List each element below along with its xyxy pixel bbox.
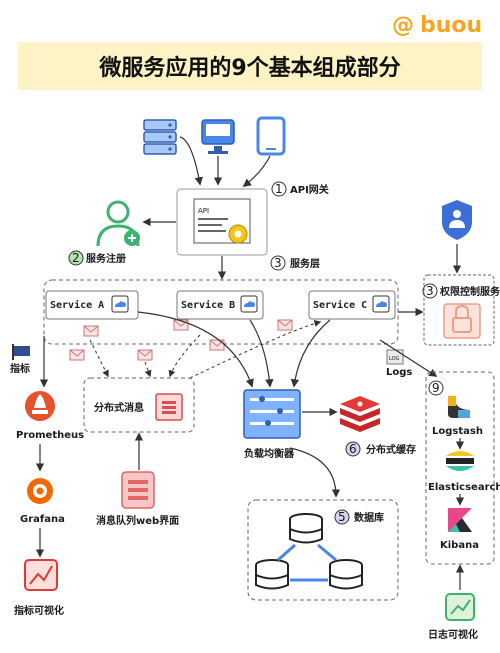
mq-web-label: 消息队列web界面 bbox=[96, 514, 179, 527]
logstash-icon bbox=[448, 396, 470, 418]
arrow-mq-c bbox=[189, 320, 322, 379]
arrow-lb-db bbox=[289, 447, 341, 498]
arrow-a-mq bbox=[89, 339, 109, 378]
load-balancer-icon bbox=[243, 389, 301, 439]
db-link-right bbox=[317, 543, 337, 562]
cloud-chip-icon bbox=[111, 295, 129, 313]
mail-icon bbox=[173, 319, 189, 331]
mail-icon bbox=[69, 349, 85, 361]
auth-num: 3 bbox=[426, 284, 434, 298]
title-banner: 微服务应用的9个基本组成部分 bbox=[18, 42, 482, 90]
mq-box bbox=[83, 377, 195, 433]
mail-icon bbox=[277, 319, 293, 331]
database-box bbox=[247, 499, 399, 601]
registry-label: 服务注册 bbox=[86, 252, 126, 265]
arrow-server-gateway bbox=[179, 136, 203, 186]
arrow-services-logging bbox=[379, 339, 438, 377]
arrow-tablet-gateway bbox=[242, 155, 271, 188]
chart-icon bbox=[24, 559, 58, 591]
mail-icon bbox=[83, 325, 99, 337]
mail-icon bbox=[209, 339, 225, 351]
logs-label: Logs bbox=[386, 367, 412, 378]
queue-icon bbox=[155, 393, 183, 421]
api-screen-label: API bbox=[198, 207, 209, 215]
database-num: 5 bbox=[338, 510, 346, 524]
redis-icon bbox=[340, 396, 380, 432]
mail-icon bbox=[137, 349, 153, 361]
cloud-chip-icon bbox=[240, 295, 258, 313]
registry-num: 2 bbox=[72, 251, 80, 265]
kibana-icon bbox=[448, 508, 472, 532]
brand-logo: @ buou bbox=[392, 13, 482, 38]
metrics-label: 指标 bbox=[10, 362, 30, 375]
database-label: 数据库 bbox=[354, 511, 384, 524]
auth-service-box bbox=[423, 274, 495, 346]
log-file-icon: LOG bbox=[386, 349, 404, 365]
brand-name: buou bbox=[420, 13, 482, 38]
arrow-mq-in bbox=[144, 361, 152, 378]
metrics-viz-label: 指标可视化 bbox=[14, 604, 64, 617]
grafana-icon bbox=[27, 478, 53, 504]
tablet-icon bbox=[256, 116, 286, 156]
page-title: 微服务应用的9个基本组成部分 bbox=[98, 55, 400, 81]
mq-label: 分布式消息 bbox=[94, 401, 144, 414]
service-c-box: Service C bbox=[308, 290, 396, 320]
service-layer-num: 3 bbox=[274, 256, 282, 270]
api-gateway-box: API bbox=[176, 188, 268, 256]
service-layer-label: 服务层 bbox=[290, 257, 320, 270]
log-viz-label: 日志可视化 bbox=[428, 628, 478, 641]
brand-at: @ bbox=[392, 13, 414, 38]
service-a-label: Service A bbox=[50, 299, 104, 311]
service-b-label: Service B bbox=[181, 299, 235, 311]
elasticsearch-icon bbox=[446, 451, 474, 471]
prometheus-icon bbox=[25, 391, 55, 421]
db-link-left bbox=[277, 543, 296, 562]
cloud-chip-icon bbox=[372, 295, 390, 313]
monitor-icon bbox=[201, 119, 235, 154]
logging-box bbox=[425, 371, 495, 565]
service-c-label: Service C bbox=[313, 299, 367, 311]
auth-label: 权限控制服务 bbox=[439, 285, 500, 298]
api-gateway-num: 1 bbox=[275, 182, 283, 196]
log-viz-icon bbox=[445, 593, 475, 621]
cache-num: 6 bbox=[349, 442, 357, 456]
arrow-b-lb bbox=[249, 319, 274, 388]
grafana-label: Grafana bbox=[20, 514, 65, 525]
queue-web-icon bbox=[121, 471, 155, 509]
log-tag: LOG bbox=[389, 356, 400, 362]
service-b-box: Service B bbox=[176, 290, 264, 320]
cache-label: 分布式缓存 bbox=[366, 443, 416, 456]
database-icon bbox=[289, 513, 323, 544]
database-icon bbox=[255, 559, 289, 590]
lock-icon bbox=[443, 303, 481, 339]
shield-user-icon bbox=[442, 200, 472, 240]
database-icon bbox=[329, 559, 363, 590]
logging-num: 9 bbox=[432, 381, 440, 395]
load-balancer-label: 负载均衡器 bbox=[244, 447, 295, 460]
logstash-label: Logstash bbox=[432, 426, 483, 437]
arrow-a-lb bbox=[137, 311, 254, 388]
flag-icon bbox=[12, 344, 30, 360]
server-icon bbox=[143, 119, 177, 155]
arrow-c-lb bbox=[290, 319, 331, 388]
prometheus-label: Prometheus bbox=[16, 430, 84, 441]
gear-icon bbox=[228, 224, 248, 244]
user-add-icon bbox=[96, 200, 140, 247]
elasticsearch-label: Elasticsearch bbox=[428, 482, 500, 493]
service-a-box: Service A bbox=[45, 290, 139, 320]
kibana-label: Kibana bbox=[440, 540, 479, 551]
api-gateway-label: API网关 bbox=[290, 183, 329, 196]
arrow-b-mq bbox=[168, 334, 201, 378]
